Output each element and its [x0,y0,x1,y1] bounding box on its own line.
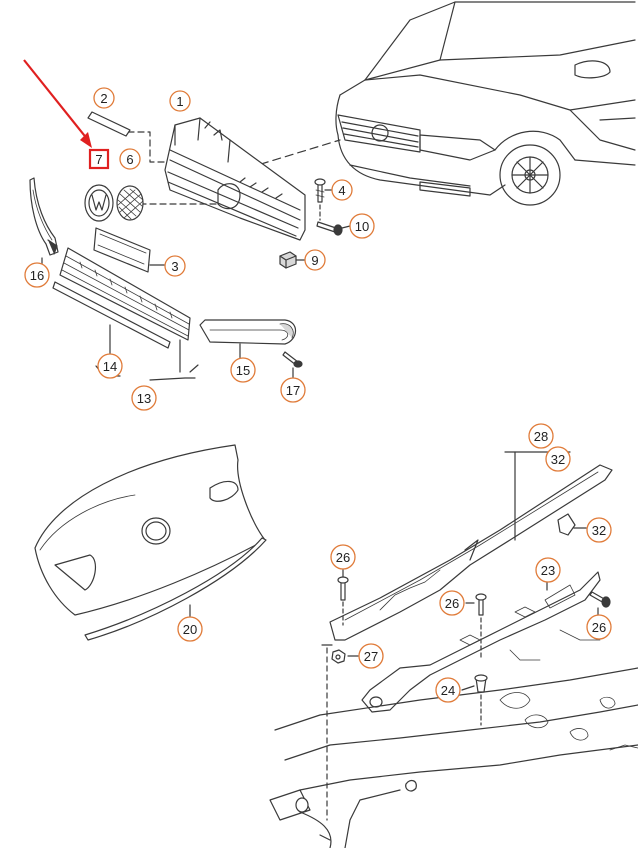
screw-part-4 [314,178,326,203]
callout-9[interactable]: 9 [304,249,326,271]
highlight-box [88,148,110,170]
lower-grille-part-14 [52,247,191,349]
callout-3[interactable]: 3 [164,255,186,277]
callout-14[interactable]: 14 [97,353,123,379]
callout-15[interactable]: 15 [230,357,256,383]
svg-text:32: 32 [551,452,565,467]
svg-text:4: 4 [338,183,345,198]
svg-text:13: 13 [137,391,151,406]
callout-10[interactable]: 10 [349,213,375,239]
svg-text:10: 10 [355,219,369,234]
body-structure-illustration [269,464,638,848]
callout-16[interactable]: 16 [24,262,50,288]
svg-text:1: 1 [176,94,183,109]
leader-line [247,139,341,169]
svg-text:6: 6 [126,152,133,167]
radiator-grille-part [164,117,306,241]
svg-text:20: 20 [183,622,197,637]
side-trim-part-16 [29,177,59,256]
callout-4[interactable]: 4 [331,179,353,201]
svg-text:15: 15 [236,363,250,378]
emblem-carrier-part [116,185,144,221]
svg-text:9: 9 [311,253,318,268]
screw-part-10 [316,221,343,236]
fog-light-trim-part-15 [199,319,297,345]
trim-strip-part [87,111,131,137]
callout-13[interactable]: 13 [131,385,157,411]
svg-text:14: 14 [103,359,117,374]
svg-text:27: 27 [364,649,378,664]
license-plate-bracket-part [93,227,151,273]
callout-26-right[interactable]: 26 [586,614,612,640]
svg-text:16: 16 [30,268,44,283]
callout-32-side[interactable]: 32 [586,517,612,543]
screw-part-17 [282,351,303,368]
clip-part-9 [279,251,297,269]
svg-text:32: 32 [592,523,606,538]
callout-23[interactable]: 23 [535,557,561,583]
nut-part-27 [331,649,346,664]
svg-text:28: 28 [534,429,548,444]
svg-text:26: 26 [336,550,350,565]
callout-24[interactable]: 24 [435,677,461,703]
car-front-illustration [335,1,636,206]
svg-text:2: 2 [100,91,107,106]
vw-badge-part [84,184,114,222]
svg-text:24: 24 [441,683,455,698]
highlight-arrow [23,59,92,148]
callout-1[interactable]: 1 [169,90,191,112]
trunk-lid-illustration [34,444,267,641]
callout-27[interactable]: 27 [358,643,384,669]
callout-26-left[interactable]: 26 [330,544,356,570]
callout-7[interactable]: 7 [95,152,102,167]
svg-text:17: 17 [286,383,300,398]
svg-text:23: 23 [541,563,555,578]
callout-28[interactable]: 28 [528,423,554,449]
clip-part-24 [474,674,488,693]
screw-part-26b [475,593,487,616]
screw-part-26c [589,591,611,608]
callout-17[interactable]: 17 [280,377,306,403]
svg-text:26: 26 [592,620,606,635]
callout-32-top[interactable]: 32 [545,446,571,472]
callout-20[interactable]: 20 [177,616,203,642]
screw-part-26a [337,576,349,601]
svg-text:3: 3 [171,259,178,274]
callout-26-mid[interactable]: 26 [439,590,465,616]
callout-2[interactable]: 2 [93,87,115,109]
svg-text:26: 26 [445,596,459,611]
callout-6[interactable]: 6 [119,148,141,170]
